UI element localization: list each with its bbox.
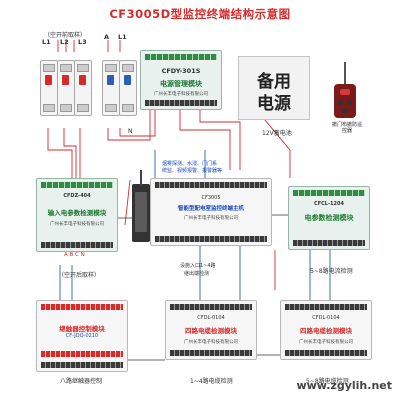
cable-module-2-label: 四路电缆检测模块 [300, 327, 352, 335]
power-module-code: CFDY-301S [161, 67, 201, 75]
antenna-icon [140, 170, 142, 186]
power-management-module: CFDY-301S 电源管理模块 广州长丰电子科技有限公司 [140, 50, 222, 110]
terminal-maker: 广州长丰电子科技有限公司 [184, 216, 238, 221]
relay-module-label: 继触器控制模块 [59, 325, 105, 333]
phase-label-l1: L1 [42, 38, 51, 46]
single-label-a: A [104, 33, 110, 41]
input-module-label: 输入电参数检测模块 [47, 209, 107, 217]
terminal-caption-line2: 继出端检测 [184, 271, 210, 277]
phase-label-l3: L3 [78, 38, 87, 46]
terminal-strip [41, 362, 123, 368]
power-wires [47, 40, 291, 290]
breaker-l3 [74, 60, 92, 116]
relay-module-code: CF-JDQ-0210 [65, 333, 99, 339]
connector-block [132, 184, 150, 242]
signal-wires [59, 150, 331, 300]
watermark: www.zgylih.net [296, 379, 392, 392]
relay-module-caption: 八路继触器控制 [60, 378, 103, 385]
terminal-strip [293, 240, 365, 246]
remote-control-icon [334, 84, 356, 118]
current-module-label: 电参数检测模块 [304, 214, 354, 222]
current-module-caption: 5~8路电流检测 [310, 268, 353, 275]
terminal-strip [155, 236, 267, 242]
terminal-strip [41, 242, 113, 248]
terminal-strip [145, 54, 217, 60]
input-module-maker: 广州长丰电子科技有限公司 [50, 222, 104, 227]
battery-caption: 12V蓄电池 [262, 130, 292, 137]
antenna-icon [344, 62, 346, 84]
cable-module-2-caption: 5~8路电缆检测 [306, 378, 349, 385]
power-module-maker: 广州长丰电子科技有限公司 [154, 92, 208, 97]
terminal-strip [170, 304, 252, 310]
alarm-annotation-line2: 统监、视频报警、报警器等 [162, 168, 223, 174]
cable-module-1-maker: 广州长丰电子科技有限公司 [184, 340, 238, 345]
monitoring-terminal-unit: CF3005 智能型配电室监控终端主机 广州长丰电子科技有限公司 [150, 178, 272, 246]
input-parameter-module: CFDZ-404 输入电参数检测模块 广州长丰电子科技有限公司 [36, 178, 118, 252]
current-module-code: CFCL-1204 [314, 201, 344, 207]
relay-control-module: 继触器控制模块 CF-JDQ-0210 [36, 300, 128, 372]
cable-module-1-code: CFDL-0104 [197, 315, 225, 321]
cable-module-1-caption: 1~4路电缆检测 [190, 378, 233, 385]
terminal-code: CF3005 [201, 195, 221, 201]
single-label-l1: L1 [118, 33, 127, 41]
breaker-l1 [40, 60, 58, 116]
terminal-strip [155, 182, 267, 188]
remote-caption: 撤门布撤防遥控器 [332, 122, 363, 134]
breaker-a [102, 60, 120, 116]
breaker-l2 [57, 60, 75, 116]
diagram-title: CF3005D型监控终端结构示意图 [109, 7, 291, 21]
terminal-strip [285, 304, 367, 310]
power-module-label: 电源管理模块 [160, 80, 202, 88]
backup-battery: 备用 电源 [238, 56, 310, 120]
power-caption: （空开前取样） [44, 32, 87, 39]
input-module-caption: （空开后取样） [58, 272, 101, 279]
terminal-caption-line1: 设施入口1~4路 [180, 263, 216, 269]
cable-module-1-label: 四路电缆检测模块 [185, 327, 237, 335]
cable-detection-module-2: CFDL-0104 四路电缆检测模块 广州长丰电子科技有限公司 [280, 300, 372, 360]
terminal-strip [285, 350, 367, 356]
alarm-annotation-line1: 烟雾探测、水浸、门门系 [162, 161, 218, 167]
battery-text-line1: 备用 [257, 72, 291, 92]
terminal-strip [293, 190, 365, 196]
terminal-strip [145, 100, 217, 106]
terminal-strip [41, 304, 123, 310]
terminal-strip [41, 351, 123, 357]
terminal-strip [41, 182, 113, 188]
input-terminal-labels: A B C N [64, 252, 85, 258]
cable-module-2-code: CFDL-0104 [312, 315, 340, 321]
neutral-label-power: N [128, 128, 133, 135]
cable-detection-module-1: CFDL-0104 四路电缆检测模块 广州长丰电子科技有限公司 [165, 300, 257, 360]
battery-text-line2: 电源 [257, 94, 291, 114]
breaker-single-l1 [119, 60, 137, 116]
cable-module-2-maker: 广州长丰电子科技有限公司 [299, 340, 353, 345]
phase-label-l2: L2 [60, 38, 69, 46]
terminal-strip [170, 350, 252, 356]
current-detection-module: CFCL-1204 电参数检测模块 [288, 186, 370, 250]
terminal-label: 智能型配电室监控终端主机 [177, 206, 244, 212]
input-module-code: CFDZ-404 [63, 193, 91, 199]
